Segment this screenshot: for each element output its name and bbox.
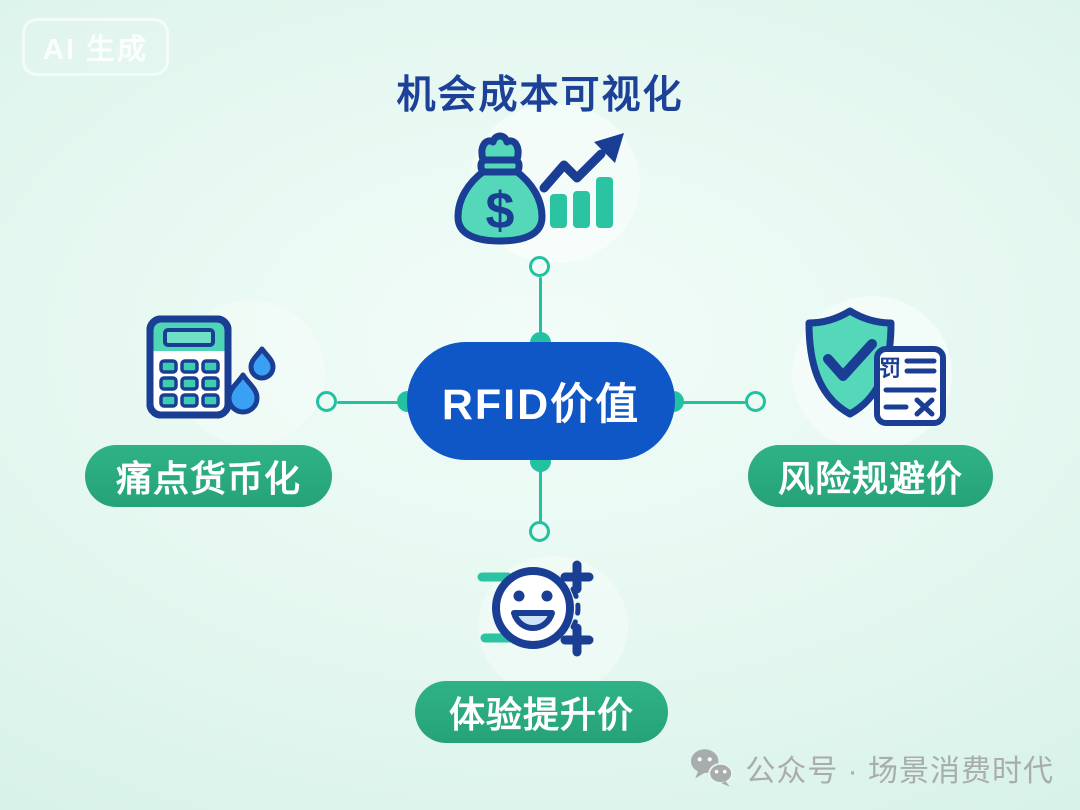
top-branch-title: 机会成本可视化 [396,74,684,117]
center-node-label: RFID价值 [441,381,641,429]
bottom-branch-pill: 体验提升价 [415,681,668,743]
bottom-branch-label: 体验提升价 [448,694,634,735]
left-branch-pill: 痛点货币化 [85,445,332,507]
calculator-water-drops-icon [146,315,276,419]
connector-left-ring [316,391,337,412]
left-branch-label: 痛点货币化 [115,458,301,499]
water-drops [226,346,276,415]
ai-generated-badge: AI 生成 [22,18,170,76]
watermark: 公众号 · 场景消费时代 [689,746,1054,790]
watermark-text: 公众号 · 场景消费时代 [745,755,1054,788]
smiley-face-plus-icon [477,560,594,657]
dollar-sign-glyph: $ [486,182,515,240]
shield-check-penalty-document-icon: 罚 [805,307,946,426]
right-branch-pill: 风险规避价 [748,445,993,507]
wechat-icon [691,749,734,787]
money-bag-growth-chart-icon: $ [454,132,624,245]
connector-left-line [337,401,400,404]
connector-bottom-line [539,470,542,523]
connector-top-ring [529,256,550,277]
right-branch-label: 风险规避价 [777,458,963,499]
penalty-glyph: 罚 [879,356,901,381]
connector-bottom-ring [529,521,550,542]
center-node-rfid-value: RFID价值 [407,342,675,460]
connector-right-ring [745,391,766,412]
connector-top-line [539,277,542,337]
connector-right-line [682,401,746,404]
